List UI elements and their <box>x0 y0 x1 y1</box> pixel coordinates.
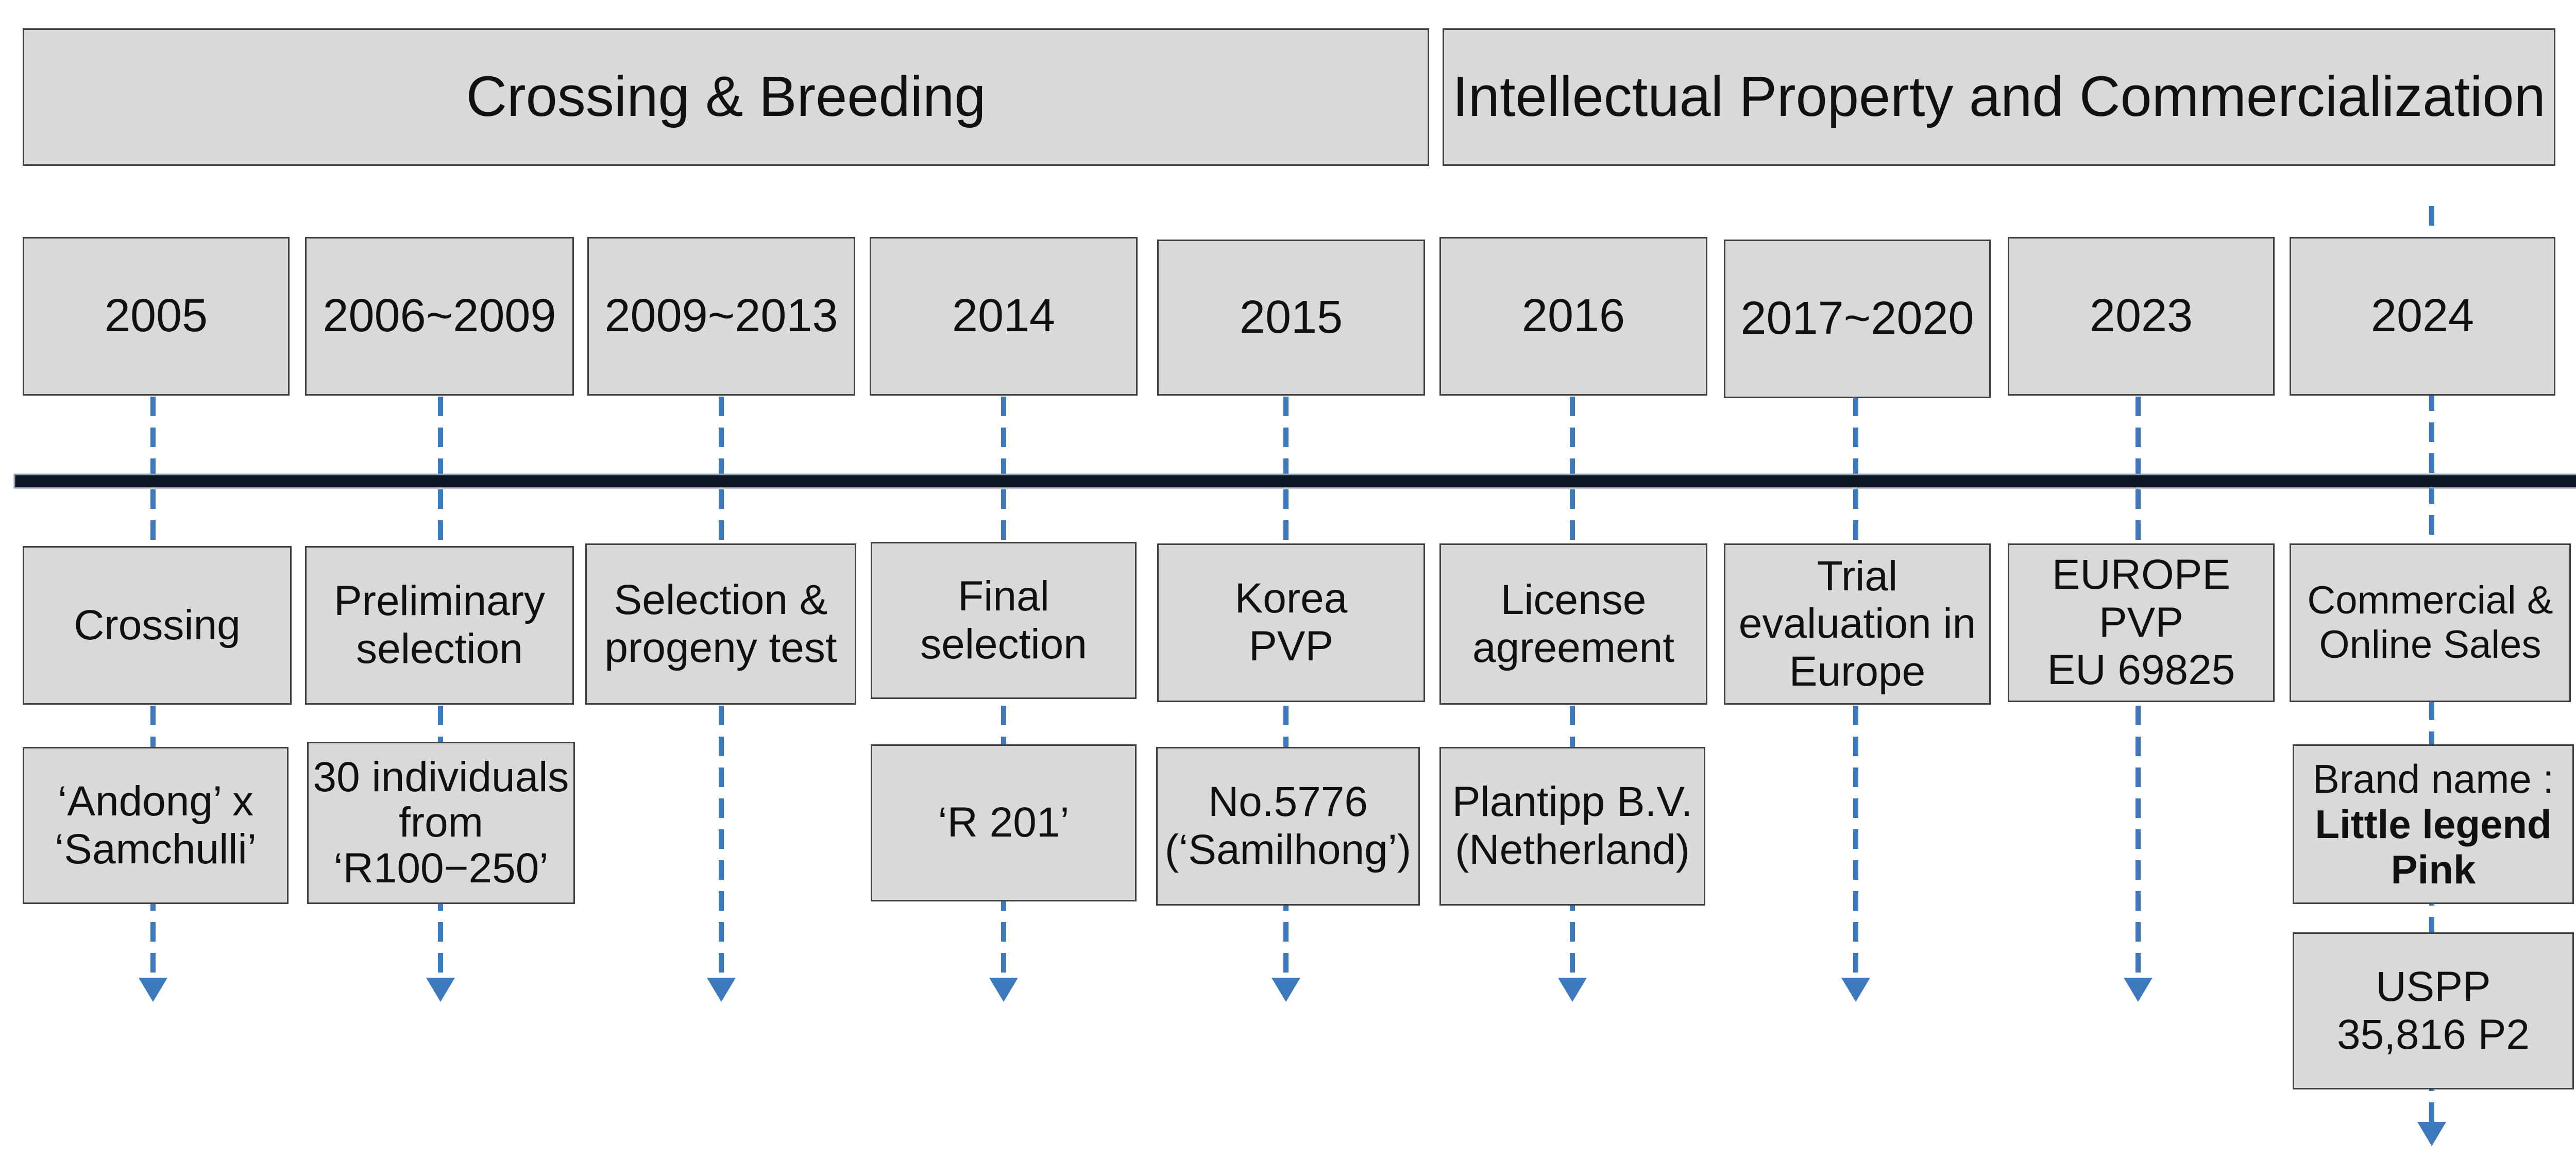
brand-name-line1: Little legend <box>2315 801 2552 847</box>
arrowhead-2016 <box>1558 978 1587 1002</box>
event-line: Preliminary <box>333 577 546 625</box>
arrowhead-2023 <box>2124 978 2153 1002</box>
year-box-2024: 2024 <box>2290 237 2555 396</box>
year-box-2005: 2005 <box>23 237 290 396</box>
detail-line: ‘R100−250’ <box>333 844 549 892</box>
arrowhead-2009-2013 <box>707 978 736 1002</box>
detail-box-2016: Plantipp B.V. (Netherland) <box>1439 747 1705 906</box>
detail-line: (Netherland) <box>1455 826 1690 873</box>
patent-line: USPP <box>2376 963 2491 1010</box>
year-box-2015: 2015 <box>1157 240 1425 396</box>
event-line: progeny test <box>604 624 837 671</box>
patent-box-2024: USPP 35,816 P2 <box>2293 932 2574 1089</box>
header-ip-commercialization-label: Intellectual Property and Commercializat… <box>1452 65 2546 129</box>
header-crossing-breeding: Crossing & Breeding <box>23 28 1429 166</box>
event-box-2017-2020: Trial evaluation in Europe <box>1724 543 1991 705</box>
year-label: 2017~2020 <box>1740 293 1974 345</box>
detail-line: from <box>398 799 483 846</box>
event-line: evaluation in <box>1738 600 1976 647</box>
event-box-2009-2013: Selection & progeny test <box>585 543 856 705</box>
arrowhead-2017-2020 <box>1841 978 1870 1002</box>
year-label: 2016 <box>1521 290 1625 342</box>
event-line: Commercial & <box>2307 578 2553 623</box>
event-line: agreement <box>1472 624 1675 671</box>
event-line: EU 69825 <box>2047 646 2235 694</box>
event-line: Korea <box>1234 575 1348 622</box>
year-label: 2005 <box>104 290 208 342</box>
year-label: 2014 <box>952 290 1056 342</box>
event-box-2016: License agreement <box>1439 543 1707 705</box>
year-label: 2023 <box>2089 290 2193 342</box>
event-line: selection <box>920 620 1087 668</box>
event-box-2015: Korea PVP <box>1157 543 1425 702</box>
detail-box-2014: ‘R 201’ <box>871 744 1137 901</box>
event-line: EUROPE <box>2052 551 2231 599</box>
event-line: PVP <box>1248 623 1334 670</box>
detail-line: Plantipp B.V. <box>1452 778 1693 826</box>
detail-line: No.5776 <box>1208 778 1368 826</box>
header-ip-commercialization: Intellectual Property and Commercializat… <box>1443 28 2555 166</box>
event-box-2006-2009: Preliminary selection <box>305 546 574 705</box>
detail-line: ‘Samchulli’ <box>55 825 257 873</box>
detail-line: ‘Andong’ x <box>58 777 253 825</box>
event-box-2005: Crossing <box>23 546 292 705</box>
year-box-2006-2009: 2006~2009 <box>305 237 574 396</box>
year-box-2009-2013: 2009~2013 <box>587 237 855 396</box>
connector-arrowheads <box>139 978 2446 1146</box>
detail-line: ‘R 201’ <box>938 799 1070 846</box>
event-line: Selection & <box>614 576 828 623</box>
year-box-2017-2020: 2017~2020 <box>1724 240 1991 398</box>
year-label: 2009~2013 <box>604 290 838 342</box>
detail-line: (‘Samilhong’) <box>1164 826 1412 873</box>
brand-label: Brand name : <box>2312 756 2554 802</box>
timeline-arrow-shaft <box>13 473 2576 489</box>
event-box-2024: Commercial & Online Sales <box>2290 543 2571 702</box>
brand-box-2024: Brand name : Little legend Pink <box>2293 744 2574 904</box>
arrowhead-2014 <box>989 978 1018 1002</box>
year-box-2023: 2023 <box>2008 237 2275 396</box>
event-line: PVP <box>2098 599 2184 646</box>
detail-box-2005: ‘Andong’ x ‘Samchulli’ <box>23 747 289 904</box>
header-crossing-breeding-label: Crossing & Breeding <box>466 65 986 129</box>
patent-line: 35,816 P2 <box>2337 1011 2530 1058</box>
event-box-2014: Final selection <box>871 542 1137 699</box>
event-line: Trial <box>1817 552 1898 600</box>
event-line: Final <box>958 572 1049 620</box>
event-box-2023: EUROPE PVP EU 69825 <box>2008 543 2275 702</box>
arrowhead-2024 <box>2417 1122 2446 1146</box>
brand-name-line2: Pink <box>2391 847 2476 893</box>
detail-line: 30 individuals <box>313 753 569 800</box>
event-line: Crossing <box>74 601 241 649</box>
event-line: License <box>1500 576 1647 623</box>
event-line: Europe <box>1789 647 1926 695</box>
event-line: Online Sales <box>2319 623 2541 667</box>
year-box-2016: 2016 <box>1439 237 1707 396</box>
arrowhead-2006-2009 <box>426 978 455 1002</box>
arrowhead-2015 <box>1272 978 1300 1002</box>
year-label: 2006~2009 <box>323 290 556 342</box>
year-box-2014: 2014 <box>870 237 1138 396</box>
arrowhead-2005 <box>139 978 167 1002</box>
timeline-arrow <box>13 473 2576 489</box>
year-label: 2024 <box>2370 290 2475 342</box>
detail-box-2006-2009: 30 individuals from ‘R100−250’ <box>307 742 575 904</box>
event-line: selection <box>356 625 523 672</box>
detail-box-2015: No.5776 (‘Samilhong’) <box>1156 747 1420 906</box>
year-label: 2015 <box>1239 291 1343 343</box>
